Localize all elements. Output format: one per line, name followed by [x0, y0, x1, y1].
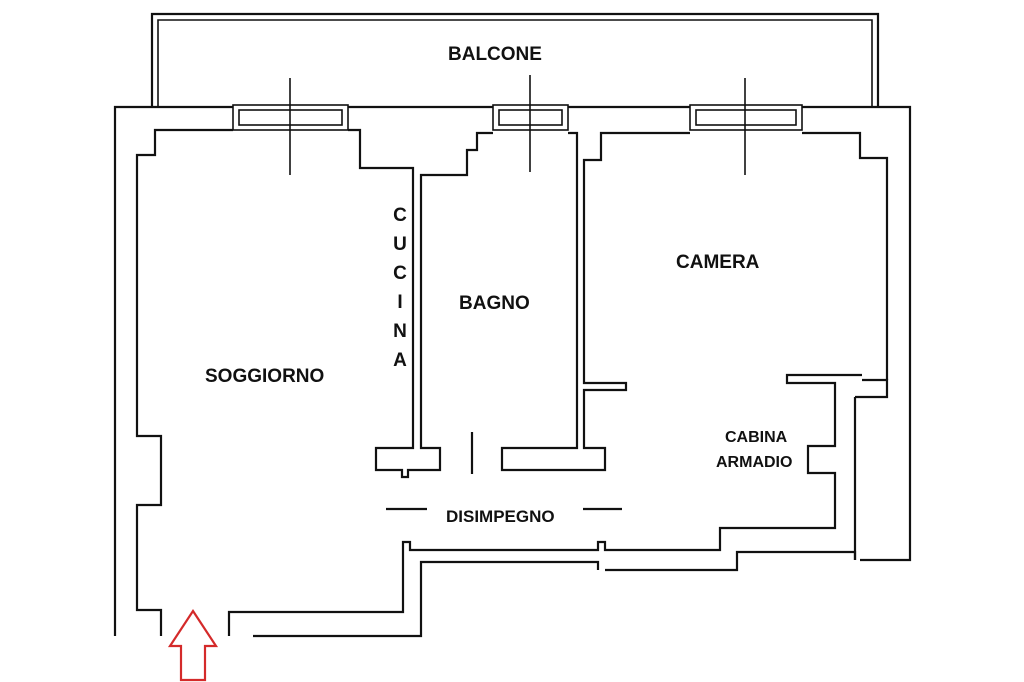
room-label-armadio: ARMADIO [716, 454, 793, 471]
window-camera [689, 104, 803, 131]
room-label-disimpegno: DISIMPEGNO [446, 507, 555, 526]
room-label-cabina: CABINA [725, 429, 788, 446]
room-label-camera: CAMERA [676, 252, 760, 273]
cucina-letter: C [393, 263, 407, 284]
room-label-bagno: BAGNO [459, 293, 530, 314]
entrance-arrow [167, 608, 219, 682]
outer-walls [113, 105, 912, 636]
cucina-letter: I [397, 292, 403, 313]
cucina-letter: N [393, 321, 407, 342]
room-label-balcone: BALCONE [448, 44, 542, 65]
cucina-letter: U [393, 234, 407, 255]
bagno-walls [470, 131, 889, 474]
soggiorno-walls [135, 128, 862, 638]
cucina-letter: A [393, 350, 407, 371]
room-label-soggiorno: SOGGIORNO [205, 366, 325, 387]
cucina-letter: C [393, 205, 407, 226]
balcony-railing [150, 12, 880, 107]
window-crosses [289, 75, 746, 175]
